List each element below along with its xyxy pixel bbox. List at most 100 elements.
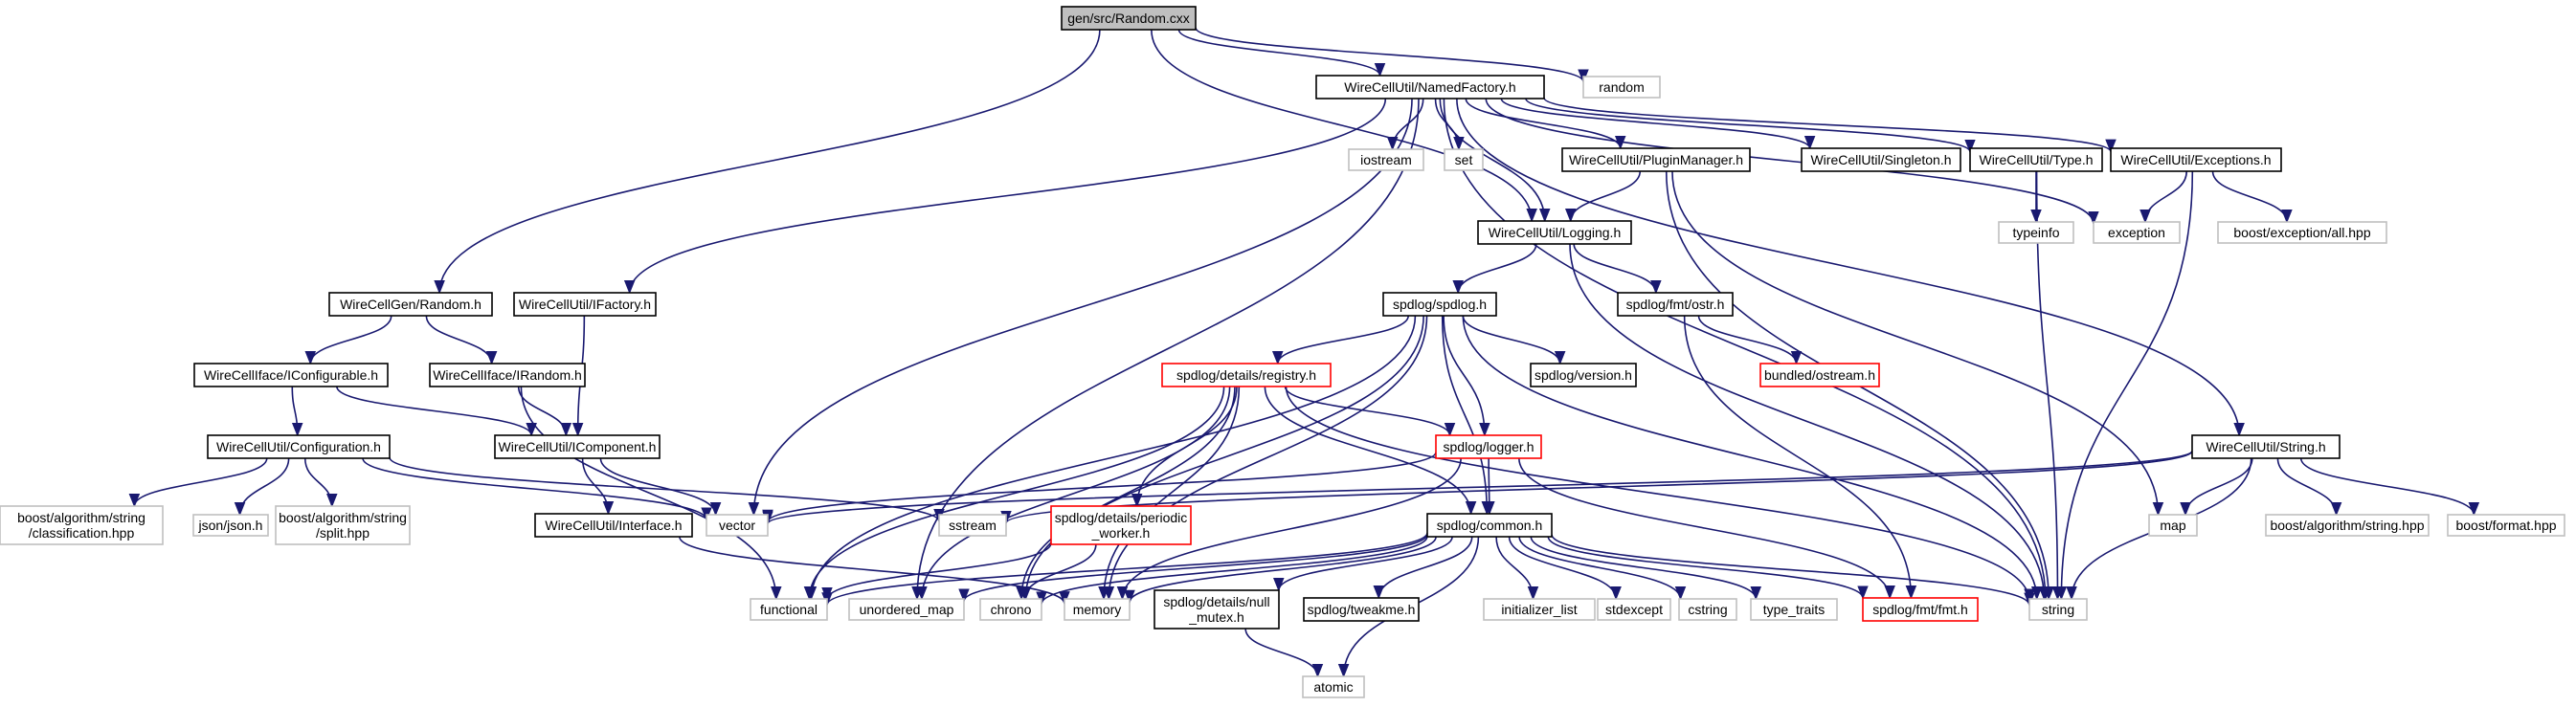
- edge-string_h-to-vector: [762, 450, 2193, 525]
- node-spdlog[interactable]: spdlog/spdlog.h: [1382, 292, 1497, 317]
- node-boostalgo[interactable]: boost/algorithm/string.hpp: [2265, 514, 2430, 537]
- node-registry[interactable]: spdlog/details/registry.h: [1161, 363, 1332, 387]
- node-box: [1582, 76, 1661, 99]
- edge-configuration-to-classification: [128, 457, 268, 508]
- node-box: [328, 292, 493, 317]
- node-exceptions[interactable]: WireCellUtil/Exceptions.h: [2110, 147, 2282, 172]
- edge-icomponent-to-vector: [599, 457, 722, 517]
- node-bundled[interactable]: bundled/ostream.h: [1759, 363, 1880, 387]
- node-box: [1064, 598, 1131, 621]
- edge-logger-to-vector: [762, 452, 1437, 524]
- node-logger[interactable]: spdlog/logger.h: [1435, 434, 1542, 459]
- node-box: [192, 514, 269, 537]
- node-vector[interactable]: vector: [706, 514, 769, 537]
- edge-spdlog-to-string: [1462, 315, 2043, 601]
- node-box: [1302, 675, 1365, 698]
- node-string_h[interactable]: WireCellUtil/String.h: [2191, 434, 2341, 459]
- edge-configuration-to-json: [234, 457, 290, 517]
- edge-logger-to-memory: [1116, 457, 1462, 601]
- node-label: spdlog/details/null: [1163, 594, 1269, 609]
- edge-root-to-genrandom: [434, 29, 1101, 295]
- node-label: spdlog/details/periodic: [1055, 510, 1188, 525]
- node-icomponent[interactable]: WireCellUtil/IComponent.h: [494, 434, 661, 459]
- node-iconfigurable[interactable]: WireCellIface/IConfigurable.h: [193, 363, 389, 387]
- edge-interface-to-memory: [679, 536, 1070, 606]
- node-irandom[interactable]: WireCellIface/IRandom.h: [429, 363, 586, 387]
- edge-fmtostr-to-fmt: [1683, 315, 1917, 600]
- node-label: functional: [760, 602, 818, 617]
- node-singleton[interactable]: WireCellUtil/Singleton.h: [1801, 147, 1961, 172]
- node-ifactory[interactable]: WireCellUtil/IFactory.h: [513, 292, 657, 317]
- node-cstring[interactable]: cstring: [1678, 598, 1737, 621]
- node-initlist[interactable]: initializer_list: [1483, 598, 1596, 621]
- node-box: [2265, 514, 2430, 537]
- node-unordered_map[interactable]: unordered_map: [848, 598, 965, 621]
- node-type_traits[interactable]: type_traits: [1750, 598, 1838, 621]
- edge-common-to-chrono: [1036, 536, 1428, 606]
- node-set[interactable]: set: [1444, 148, 1484, 171]
- edge-irandom-to-functional: [520, 386, 782, 601]
- node-box: [1348, 148, 1424, 171]
- node-chrono[interactable]: chrono: [979, 598, 1042, 621]
- node-label: cstring: [1688, 602, 1727, 617]
- node-box: [2093, 221, 2181, 244]
- node-json[interactable]: json/json.h: [192, 514, 269, 537]
- edge-common-to-stdexcept: [1508, 536, 1622, 601]
- node-string[interactable]: string: [2028, 598, 2088, 621]
- node-fmtostr[interactable]: spdlog/fmt/ostr.h: [1617, 292, 1734, 317]
- node-interface[interactable]: WireCellUtil/Interface.h: [534, 513, 693, 538]
- node-split[interactable]: boost/algorithm/string/split.hpp: [275, 505, 411, 545]
- node-typeinfo[interactable]: typeinfo: [1998, 221, 2074, 244]
- node-named[interactable]: WireCellUtil/NamedFactory.h: [1315, 75, 1545, 99]
- edge-spdlog-to-logger: [1443, 315, 1490, 437]
- edge-named-to-string: [1443, 98, 2051, 601]
- node-genrandom[interactable]: WireCellGen/Random.h: [328, 292, 493, 317]
- node-box: [1561, 147, 1751, 172]
- node-exception[interactable]: exception: [2093, 221, 2181, 244]
- edge-named-to-exception: [1485, 98, 2099, 226]
- node-label: json/json.h: [198, 518, 263, 533]
- node-boostexc[interactable]: boost/exception/all.hpp: [2217, 221, 2387, 244]
- node-root[interactable]: gen/src/Random.cxx: [1061, 6, 1197, 31]
- node-random[interactable]: random: [1582, 76, 1661, 99]
- node-box: [1998, 221, 2074, 244]
- edge-named-to-singleton: [1500, 98, 1816, 150]
- node-stdexcept[interactable]: stdexcept: [1597, 598, 1671, 621]
- node-box: [979, 598, 1042, 621]
- node-boostformat[interactable]: boost/format.hpp: [2447, 514, 2565, 537]
- node-box: [275, 505, 411, 545]
- node-iostream[interactable]: iostream: [1348, 148, 1424, 171]
- node-memory[interactable]: memory: [1064, 598, 1131, 621]
- edge-registry-to-memory: [1098, 386, 1241, 601]
- node-periodic[interactable]: spdlog/details/periodic_worker.h: [1050, 505, 1192, 545]
- edge-named-to-string_h: [1456, 98, 2245, 437]
- node-version[interactable]: spdlog/version.h: [1530, 363, 1637, 387]
- node-fmt[interactable]: spdlog/fmt/fmt.h: [1862, 597, 1979, 622]
- edge-common-to-nullmutex: [1273, 536, 1453, 592]
- node-logging[interactable]: WireCellUtil/Logging.h: [1477, 220, 1632, 245]
- edge-spdlog-to-functional: [805, 315, 1417, 601]
- node-label: boost/algorithm/string.hpp: [2270, 518, 2424, 533]
- node-label: /classification.hpp: [29, 525, 135, 541]
- edge-named-to-logging: [1439, 98, 1551, 223]
- node-common[interactable]: spdlog/common.h: [1426, 513, 1553, 538]
- node-classification[interactable]: boost/algorithm/string/classification.hp…: [0, 505, 164, 545]
- node-functional[interactable]: functional: [750, 598, 828, 621]
- node-box: [750, 598, 828, 621]
- node-label: spdlog/spdlog.h: [1393, 297, 1487, 312]
- node-label: spdlog/details/registry.h: [1176, 367, 1316, 383]
- node-tweakme[interactable]: spdlog/tweakme.h: [1303, 597, 1420, 622]
- node-configuration[interactable]: WireCellUtil/Configuration.h: [207, 434, 391, 459]
- node-sstream[interactable]: sstream: [938, 514, 1007, 537]
- node-box: [513, 292, 657, 317]
- node-map[interactable]: map: [2148, 514, 2198, 537]
- node-box: [1061, 6, 1197, 31]
- node-plugin[interactable]: WireCellUtil/PluginManager.h: [1561, 147, 1751, 172]
- edge-plugin-to-map: [1671, 170, 2164, 517]
- node-atomic[interactable]: atomic: [1302, 675, 1365, 698]
- node-type[interactable]: WireCellUtil/Type.h: [1969, 147, 2103, 172]
- edges-layer: [128, 27, 2480, 678]
- node-label: vector: [719, 518, 755, 533]
- node-box: [1435, 434, 1542, 459]
- node-nullmutex[interactable]: spdlog/details/null_mutex.h: [1154, 589, 1280, 630]
